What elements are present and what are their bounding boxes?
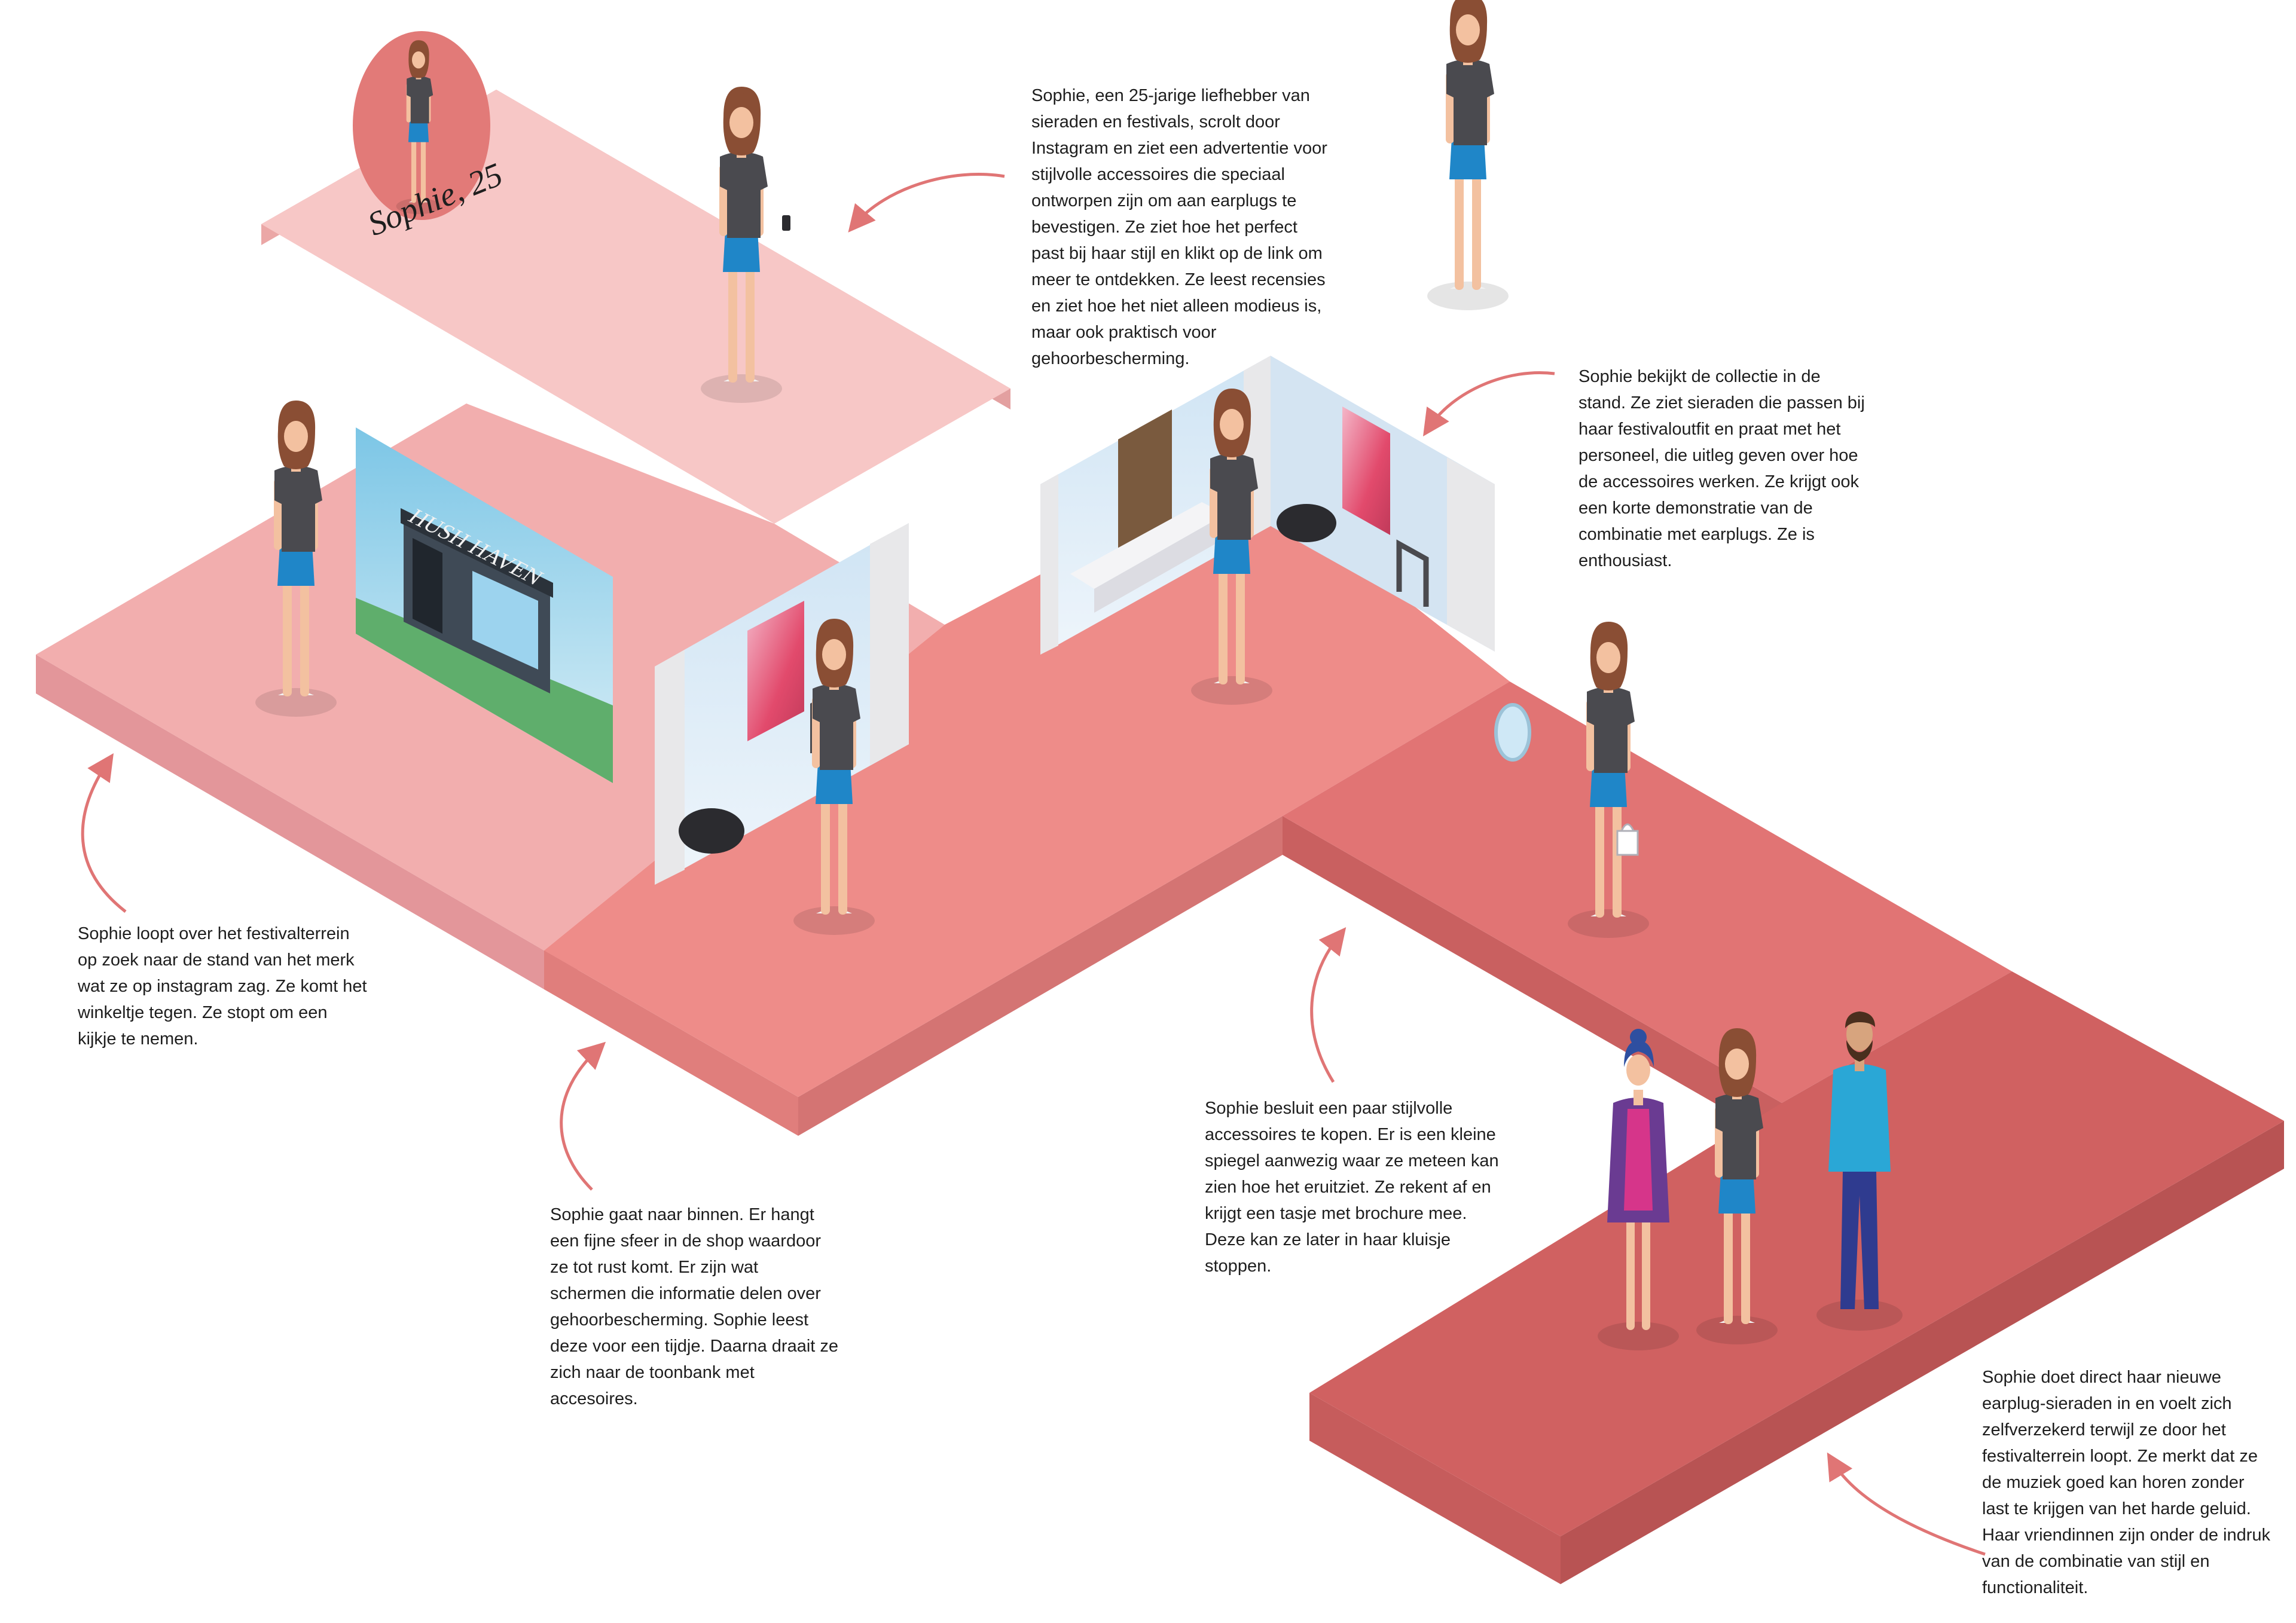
info-screen-2: [1342, 406, 1390, 535]
arrow-step-1: [848, 173, 1005, 233]
arrow-step-5: [1310, 927, 1347, 1083]
step-4-caption: Sophie bekijkt de collectie in de stand.…: [1578, 367, 1865, 570]
shopping-bag-icon: [1616, 823, 1639, 856]
arrow-step-4: [1423, 371, 1555, 436]
sophie-figure-standing: [1427, 0, 1509, 310]
platform-stage-4: [1283, 681, 2012, 1142]
step-5-caption: Sophie besluit een paar stijlvolle acces…: [1205, 1099, 1499, 1276]
step-arrows: [81, 173, 1986, 1556]
chair-icon-2: [1396, 539, 1429, 607]
platform-stage-3: [544, 469, 1510, 1136]
step-6-caption: Sophie doet direct haar nieuwe earplug-s…: [1982, 1368, 2271, 1597]
arrow-step-3: [560, 1041, 606, 1191]
shop-wall-screens: [655, 523, 909, 885]
beanbag-icon-2: [1277, 504, 1336, 542]
phone-icon: [782, 215, 790, 231]
arrow-step-2: [81, 753, 127, 913]
poster-photo: [1118, 409, 1172, 562]
platform-stage-5: [1309, 971, 2284, 1584]
step-3-caption: Sophie gaat naar binnen. Er hangt een fi…: [550, 1205, 839, 1408]
step-2-caption: Sophie loopt over het festivalterrein op…: [78, 924, 367, 1049]
arrow-step-6: [1827, 1452, 1986, 1556]
mirror-icon: [1494, 703, 1531, 762]
beanbag-icon: [679, 808, 744, 854]
info-screen: [747, 601, 804, 741]
booth-billboard: HUSH HAVEN: [356, 427, 613, 783]
step-1-caption: Sophie, een 25-jarige liefhebber van sie…: [1031, 86, 1327, 368]
